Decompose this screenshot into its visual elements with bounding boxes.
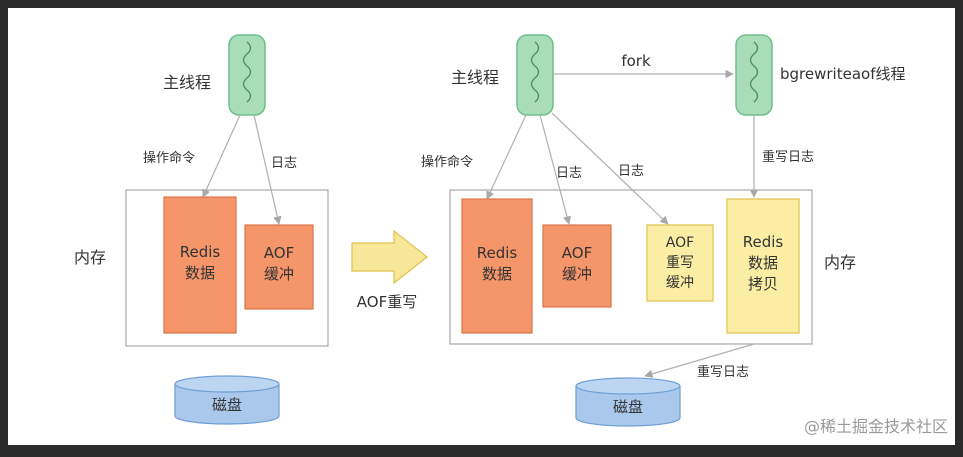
right-cmd-label: 操作命令 — [421, 154, 473, 170]
left-aof-buffer-line-1: AOF — [264, 244, 294, 262]
left-cmd-arrow — [202, 114, 241, 198]
disk-rewrite-arrow — [644, 343, 755, 378]
left-log-arrow — [253, 114, 282, 225]
disk-rewrite-label: 重写日志 — [697, 364, 749, 380]
aof-rewrite-big-arrow — [351, 229, 428, 285]
left-cmd-label: 操作命令 — [143, 150, 195, 166]
right-log-arrow-1 — [539, 114, 572, 225]
watermark: @稀土掘金技术社区 — [804, 417, 948, 436]
bgrewriteaof-thread-label: bgrewriteaof线程 — [780, 65, 905, 83]
redis-data-copy-line-1: Redis — [743, 233, 784, 251]
left-redis-data-line-2: 数据 — [185, 264, 215, 282]
left-main-thread — [228, 34, 266, 116]
aof-rewrite-buffer-line-3: 缓冲 — [666, 275, 694, 291]
left-disk-label: 磁盘 — [212, 396, 242, 414]
right-redis-data-line-1: Redis — [477, 244, 518, 262]
aof-rewrite-buffer-line-2: 重写 — [666, 255, 694, 271]
right-disk — [575, 377, 681, 427]
aof-rewrite-buffer-line-1: AOF — [666, 235, 694, 251]
left-memory-box — [125, 189, 329, 347]
left-redis-data-block — [163, 196, 237, 334]
redis-data-copy-line-3: 拷贝 — [748, 275, 778, 293]
right-log-arrow-2 — [551, 112, 669, 225]
left-log-label: 日志 — [271, 156, 297, 171]
right-disk-label: 磁盘 — [613, 398, 643, 416]
right-main-thread — [516, 34, 554, 116]
right-aof-buffer-line-1: AOF — [562, 244, 592, 262]
right-main-thread-label: 主线程 — [451, 68, 499, 87]
aof-rewrite-buffer-block — [646, 224, 714, 302]
right-memory-box — [449, 189, 813, 345]
right-redis-data-line-2: 数据 — [482, 265, 512, 283]
right-cmd-arrow — [486, 114, 527, 200]
bgrewriteaof-thread — [735, 34, 773, 116]
thread-squiggle-icon — [530, 41, 540, 103]
left-aof-buffer-line-2: 缓冲 — [264, 265, 294, 283]
left-main-thread-label: 主线程 — [163, 73, 211, 92]
right-log-label-2: 日志 — [618, 164, 644, 179]
left-memory-label: 内存 — [74, 248, 106, 267]
bg-rewrite-log-label: 重写日志 — [762, 149, 814, 165]
redis-data-copy-line-2: 数据 — [748, 254, 778, 272]
left-aof-buffer-block — [244, 224, 314, 310]
aof-rewrite-label: AOF重写 — [357, 293, 417, 311]
right-memory-label: 内存 — [824, 253, 856, 272]
left-redis-data-line-1: Redis — [180, 243, 221, 261]
thread-squiggle-icon — [242, 41, 252, 103]
right-aof-buffer-block — [542, 224, 612, 308]
left-disk — [174, 375, 280, 425]
right-redis-data-block — [461, 198, 533, 334]
thread-squiggle-icon — [749, 41, 759, 103]
redis-data-copy-block — [726, 198, 800, 334]
fork-label: fork — [621, 52, 651, 70]
right-aof-buffer-line-2: 缓冲 — [562, 265, 592, 283]
right-log-label-1: 日志 — [556, 166, 582, 181]
